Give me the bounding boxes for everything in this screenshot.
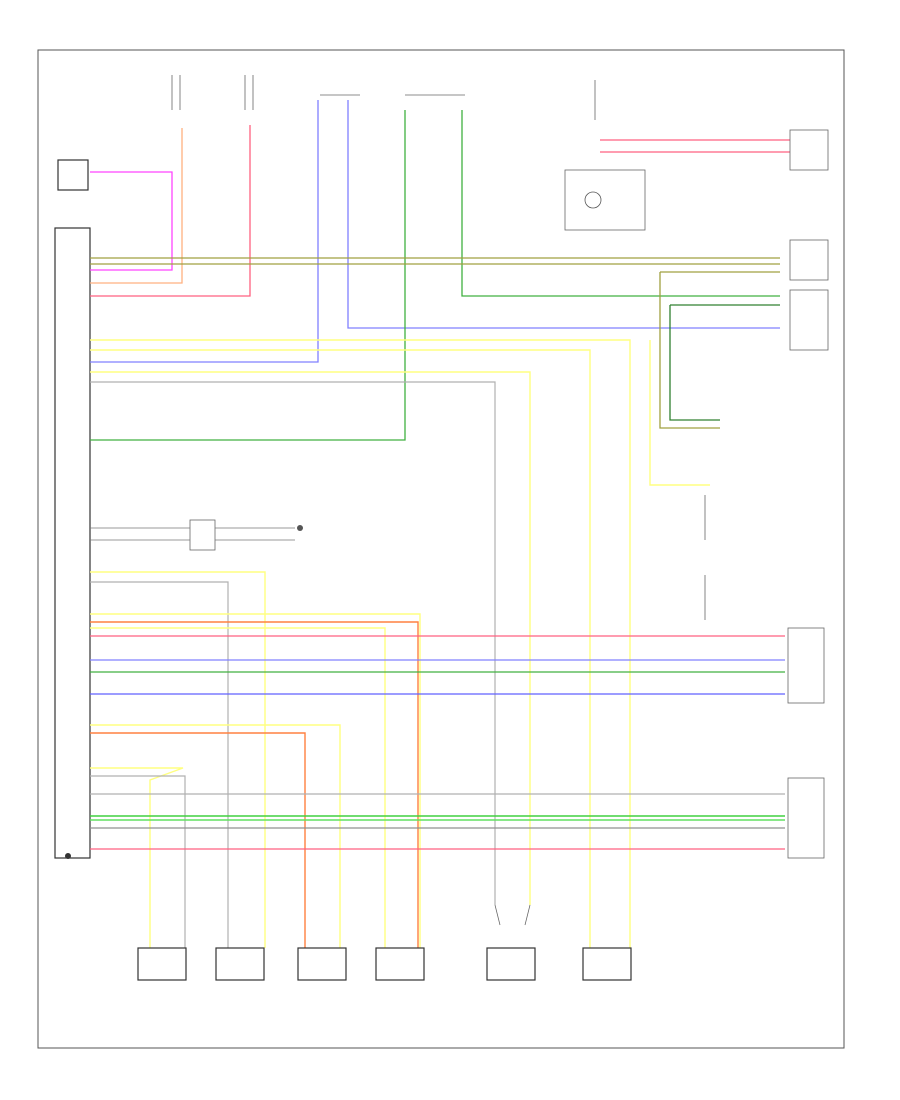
wire-blue-right [347, 100, 780, 329]
wire-yellow-7 [90, 627, 386, 948]
switch-bottom [494, 904, 531, 926]
wire-olive-down [659, 272, 720, 429]
wire-gray-2 [90, 581, 229, 948]
wire-yellow-8 [90, 724, 341, 948]
wire-yellow-6 [90, 613, 421, 948]
connector-right-4 [787, 627, 825, 704]
wire-lightgreen-top [461, 110, 780, 297]
wire-yellow-3 [90, 371, 531, 905]
wire-yellow-2 [90, 349, 591, 948]
connector-right-5 [787, 777, 825, 859]
diagram-frame [37, 49, 845, 1049]
wire-orange-2 [90, 732, 306, 948]
wire-red-top [90, 125, 251, 297]
component-1 [137, 947, 187, 981]
component-2 [215, 947, 265, 981]
sensor-box-upper-right [564, 169, 646, 231]
wire-blue-top [90, 100, 319, 363]
wire-gray-1 [90, 381, 496, 905]
component-5 [486, 947, 536, 981]
relay-mid [189, 519, 216, 551]
component-6 [582, 947, 632, 981]
sensor-symbol [584, 191, 602, 209]
wire-darkgreen-down [669, 305, 720, 421]
wire-green-top [90, 110, 406, 441]
ground-mid [297, 525, 303, 531]
wire-yellow-5 [90, 571, 266, 948]
wire-orange-1 [90, 621, 419, 948]
wire-pink [90, 171, 173, 271]
ground-symbol-left [65, 853, 71, 859]
component-3 [297, 947, 347, 981]
wire-yellow-4 [649, 340, 710, 486]
wire-yellow-9 [90, 767, 184, 948]
connector-right-1 [789, 129, 829, 171]
component-4 [375, 947, 425, 981]
connector-right-2 [789, 239, 829, 281]
connector-top-left [57, 159, 89, 191]
wire-gray-3 [90, 775, 186, 948]
connector-right-3 [789, 289, 829, 351]
control-module-left [54, 227, 91, 859]
fuse-block-top-left [171, 75, 596, 120]
wire-peach [90, 128, 183, 284]
wire-yellow-1 [90, 339, 631, 948]
